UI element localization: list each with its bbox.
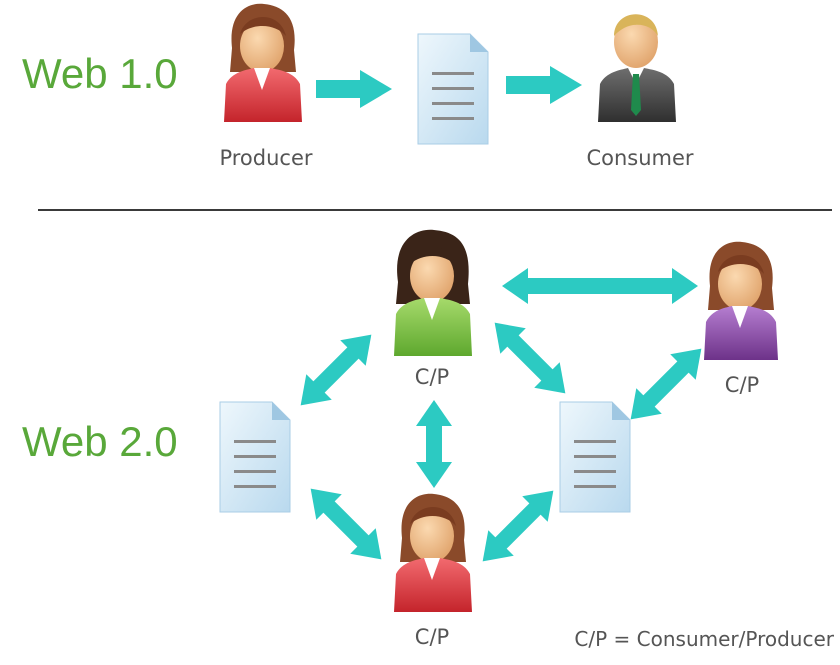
consumer-caption: Consumer	[586, 146, 693, 170]
cp-person-bottom-icon	[394, 493, 472, 612]
legend-text: C/P = Consumer/Producer	[574, 627, 834, 651]
arrow-top-cp-to-right-cp	[502, 268, 698, 304]
web2-label: Web 2.0	[22, 418, 178, 465]
consumer-person-icon	[598, 14, 676, 122]
arrow-document-to-consumer	[506, 66, 582, 104]
arrow-right-document-to-bottom-cp	[482, 490, 554, 562]
web2-document-right-icon	[559, 401, 631, 513]
producer-caption: Producer	[219, 146, 312, 170]
arrow-producer-to-document	[316, 70, 392, 108]
cp-person-right-icon	[704, 241, 778, 360]
producer-person-icon	[224, 3, 302, 122]
web1-document-icon	[417, 33, 489, 145]
arrow-top-cp-to-bottom-cp	[416, 400, 452, 488]
arrow-left-document-to-bottom-cp	[310, 488, 382, 560]
web2-document-left-icon	[219, 401, 291, 513]
arrow-top-cp-to-right-document	[494, 322, 566, 394]
arrow-top-cp-to-left-document	[300, 334, 372, 406]
cp-right-caption: C/P	[725, 373, 759, 397]
web1-label: Web 1.0	[22, 50, 178, 97]
arrow-right-cp-to-right-document	[630, 348, 702, 420]
cp-top-caption: C/P	[415, 365, 449, 389]
cp-bottom-caption: C/P	[415, 625, 449, 649]
cp-person-top-icon	[394, 229, 472, 356]
